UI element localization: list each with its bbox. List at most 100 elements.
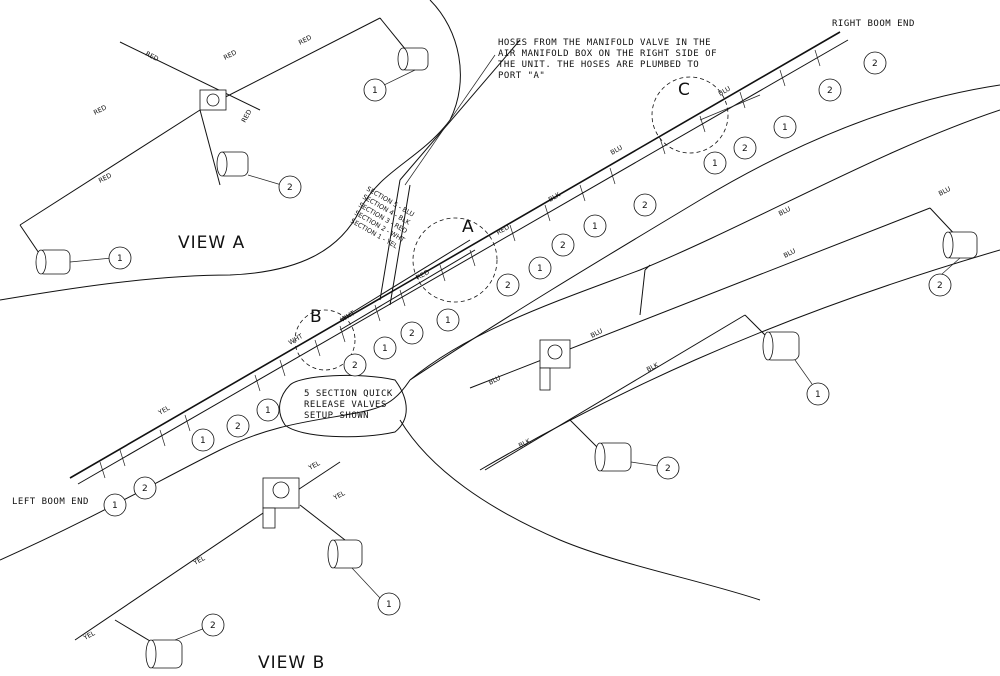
svg-text:1: 1 [117,254,123,264]
tractor-outline-b [479,249,1000,471]
svg-text:BLU: BLU [487,374,502,387]
svg-text:BLU: BLU [609,143,624,156]
quick-release-note: 5 SECTION QUICK RELEASE VALVES SETUP SHO… [304,389,392,421]
air-cylinder [35,249,71,275]
svg-text:1: 1 [372,86,378,96]
air-cylinder [327,539,363,569]
svg-text:2: 2 [409,329,415,339]
svg-text:YEL: YEL [191,554,206,567]
svg-text:RED: RED [144,50,160,63]
svg-text:1: 1 [537,264,543,274]
callout: 2 [400,321,424,345]
svg-text:2: 2 [142,484,148,494]
note-line: RELEASE VALVES [304,400,387,410]
svg-text:1: 1 [782,123,788,133]
svg-text:1: 1 [712,159,718,169]
quick-release-bubble [279,374,407,438]
detail-c-label: C [678,80,691,100]
svg-text:2: 2 [287,183,293,193]
air-cylinder [762,331,800,361]
view-a-outline [0,0,461,301]
detail-a-circle [412,217,498,303]
note-leader [404,54,496,186]
svg-text:RED: RED [495,223,511,237]
callout: 1 [806,382,830,406]
svg-text:BLU: BLU [937,185,952,198]
air-cylinder [216,151,249,177]
svg-text:1: 1 [382,344,388,354]
detail-b-label: B [310,307,323,327]
left-boom-end-label: LEFT BOOM END [12,497,89,507]
svg-text:YEL: YEL [81,629,96,642]
callout: 2 [633,193,657,217]
view-a-title: VIEW A [178,233,245,253]
callout: 2 [863,51,887,75]
callout: 1 [377,592,401,616]
air-cylinder [942,231,978,259]
note-line: THE UNIT. THE HOSES ARE PLUMBED TO [498,60,699,70]
svg-text:1: 1 [445,316,451,326]
svg-text:BLU: BLU [777,205,792,218]
callout: 1 [583,214,607,238]
svg-text:YEL: YEL [331,489,346,502]
callout: 1 [703,151,727,175]
main-boom: YEL WHT WHT RED RED BLK BLU BLU [69,31,849,485]
svg-text:BLU: BLU [589,327,604,340]
air-cylinder [594,442,632,472]
callout: 1 [191,428,215,452]
section-legend: SECTION 5 - BLU SECTION 4 - BLK SECTION … [349,185,416,251]
callouts: 1 2 1 2 2 1 2 1 1 2 2 1 2 1 2 1 2 1 2 2 … [103,51,952,637]
callout: 2 [733,136,757,160]
svg-text:2: 2 [872,59,878,69]
hoses-note: HOSES FROM THE MANIFOLD VALVE IN THE AIR… [498,38,717,81]
svg-text:RED: RED [92,103,108,116]
tractor-outline-lower [399,419,761,601]
callout: 1 [528,256,552,280]
svg-text:1: 1 [200,436,206,446]
svg-text:2: 2 [937,281,943,291]
svg-text:2: 2 [505,281,511,291]
right-assembly: BLU BLU BLU BLU BLU BLK BLK [469,185,978,472]
callout: 1 [773,115,797,139]
detail-c-circle [651,76,729,154]
svg-text:RED: RED [297,33,313,46]
svg-text:YEL: YEL [306,459,321,472]
view-b-outline [0,379,411,561]
air-cylinder [397,47,429,71]
note-line: PORT "A" [498,71,545,81]
callout: 1 [373,336,397,360]
note-line: SETUP SHOWN [304,411,369,421]
svg-text:1: 1 [592,222,598,232]
svg-text:2: 2 [210,621,216,631]
svg-text:1: 1 [815,390,821,400]
svg-text:2: 2 [665,464,671,474]
svg-text:1: 1 [112,501,118,511]
detail-a-label: A [462,217,475,237]
svg-text:RED: RED [222,48,238,61]
svg-text:2: 2 [235,422,241,432]
svg-text:2: 2 [560,241,566,251]
svg-text:2: 2 [642,201,648,211]
air-cylinder [145,639,183,669]
svg-text:BLU: BLU [782,247,797,260]
svg-text:BLK: BLK [645,361,660,374]
svg-text:2: 2 [827,86,833,96]
svg-text:YEL: YEL [156,404,171,417]
callout: 2 [343,353,367,377]
note-line: AIR MANIFOLD BOX ON THE RIGHT SIDE OF [498,49,717,59]
right-boom-end-label: RIGHT BOOM END [832,19,915,29]
svg-text:2: 2 [352,361,358,371]
callout: 2 [928,273,952,297]
svg-text:1: 1 [386,600,392,610]
callout: 1 [108,246,132,270]
svg-text:BLK: BLK [517,437,532,450]
callout: 2 [226,414,250,438]
callout: 2 [201,613,225,637]
svg-text:RED: RED [97,171,113,184]
view-b-title: VIEW B [258,653,325,673]
svg-text:BLK: BLK [547,190,562,203]
view-b-assembly: YEL YEL YEL YEL [74,459,381,669]
callout: 1 [256,398,280,422]
